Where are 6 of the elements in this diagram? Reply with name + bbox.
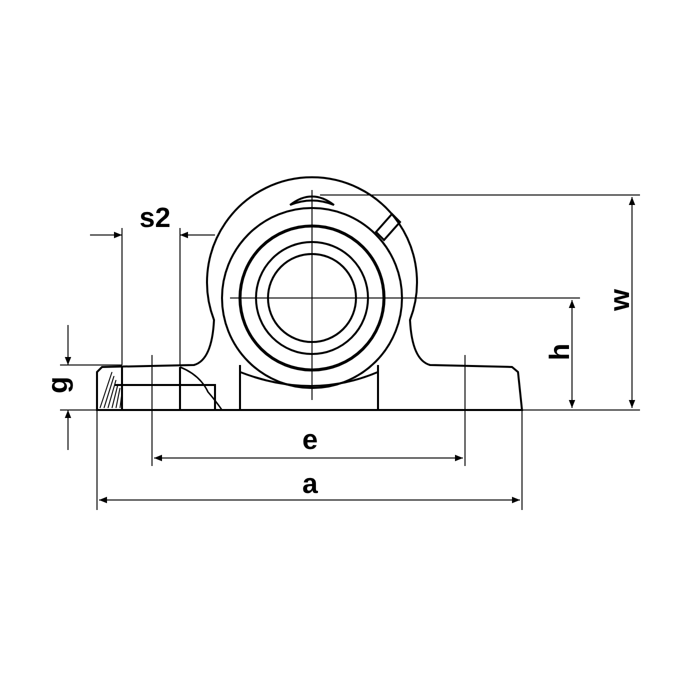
dimension-label: g [44, 376, 72, 394]
dimension-label: w [606, 289, 634, 311]
dimension-label: e [302, 426, 318, 454]
dimension-label: s2 [139, 204, 171, 232]
dimension-label: a [302, 470, 318, 498]
dimension-label: h [546, 343, 574, 361]
